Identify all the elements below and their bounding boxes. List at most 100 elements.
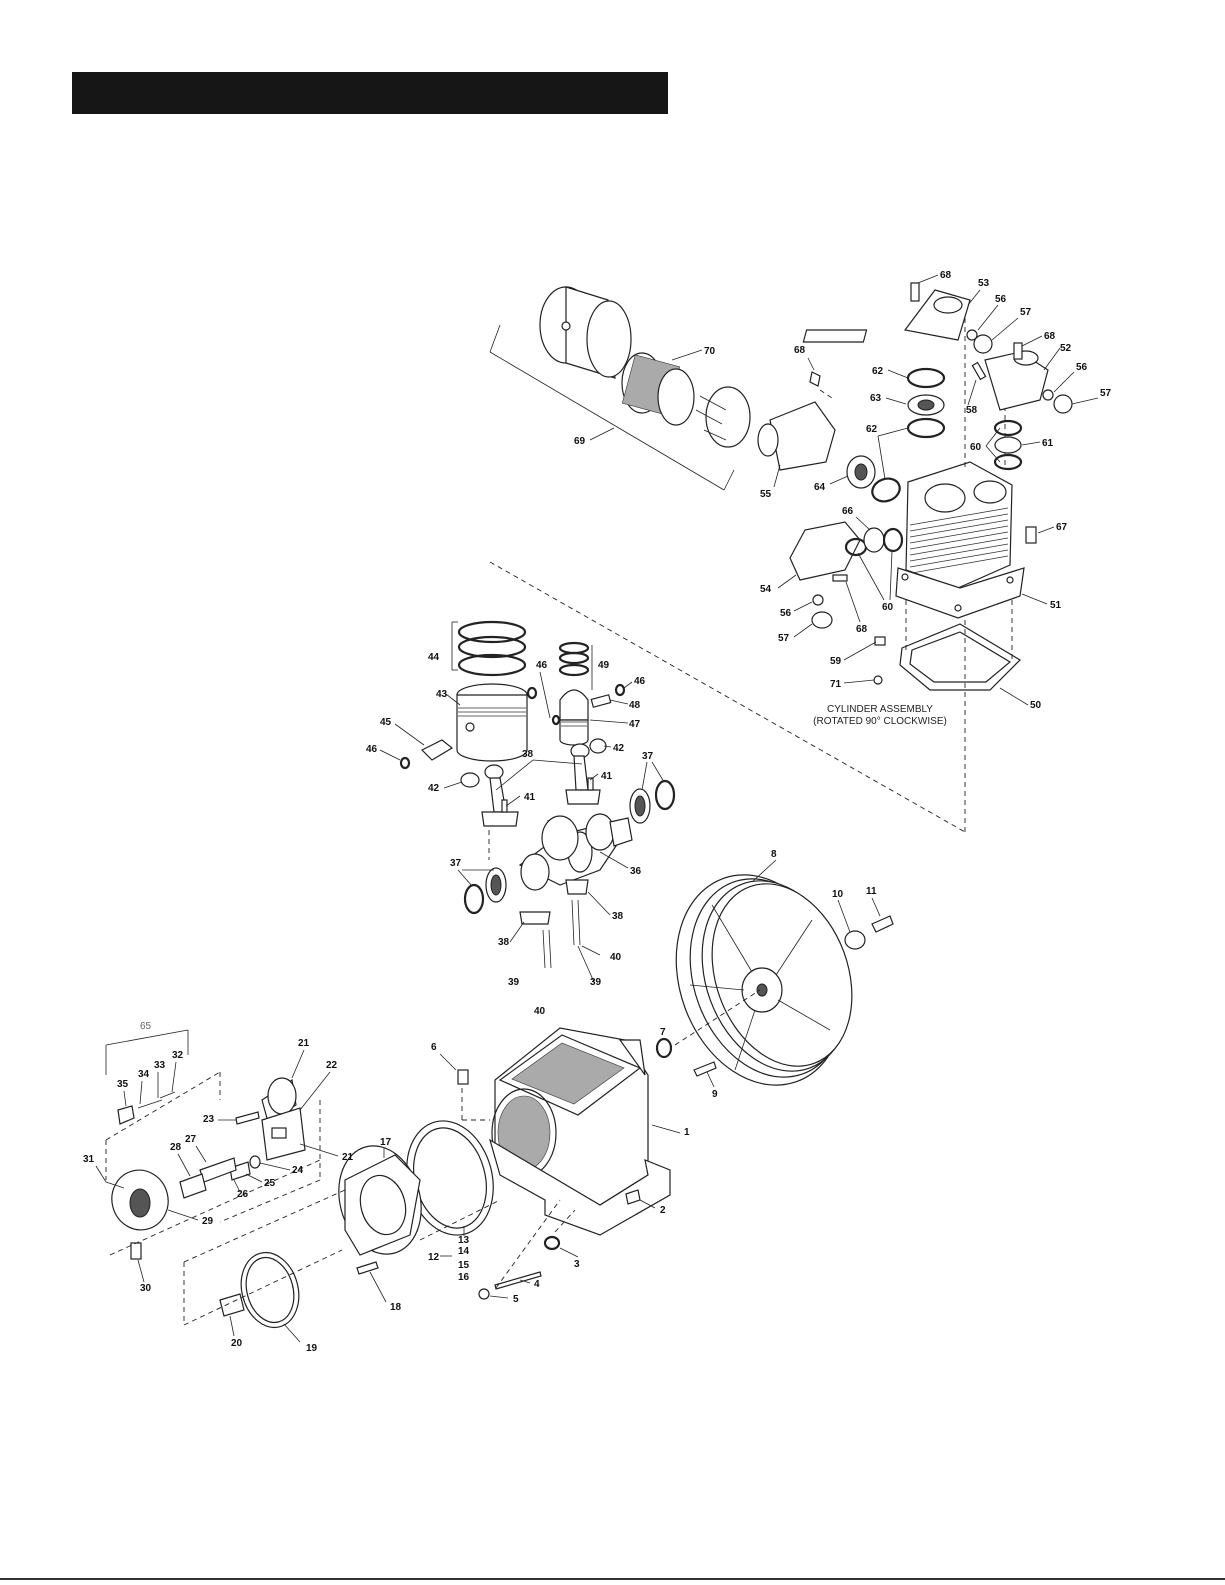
callout-1: 1	[684, 1127, 690, 1138]
cylinder-assembly-caption-line1: CYLINDER ASSEMBLY	[827, 704, 933, 715]
header-bar	[72, 72, 668, 114]
callout-31: 31	[83, 1154, 95, 1165]
callout-63: 63	[870, 393, 882, 404]
callout-46a: 46	[366, 744, 378, 755]
callout-51: 51	[1050, 600, 1062, 611]
callout-54: 54	[760, 584, 772, 595]
callout-2: 2	[660, 1205, 666, 1216]
callout-61: 61	[1042, 438, 1054, 449]
callout-21a: 21	[298, 1038, 310, 1049]
callout-69: 69	[574, 436, 586, 447]
callout-43: 43	[436, 689, 448, 700]
callout-14: 14	[458, 1246, 470, 1257]
callout-57c: 57	[778, 633, 790, 644]
flywheel-pulley	[655, 874, 894, 1086]
callout-6: 6	[431, 1042, 437, 1053]
callout-30: 30	[140, 1283, 152, 1294]
callout-37a: 37	[642, 751, 654, 762]
callout-20: 20	[231, 1338, 243, 1349]
callout-28: 28	[170, 1142, 182, 1153]
callout-46b: 46	[536, 660, 548, 671]
cylinder-assembly	[789, 282, 1073, 691]
callout-35: 35	[117, 1079, 129, 1090]
callout-leaders	[95, 274, 1099, 1343]
callout-47: 47	[629, 719, 641, 730]
callout-46c: 46	[634, 676, 646, 687]
callout-40a: 40	[610, 952, 622, 963]
callout-62a: 62	[872, 366, 884, 377]
callout-39b: 39	[590, 977, 602, 988]
connecting-rods	[460, 738, 607, 860]
callout-15: 15	[458, 1260, 470, 1271]
callout-32: 32	[172, 1050, 184, 1061]
callout-71: 71	[830, 679, 842, 690]
manifold-55	[757, 371, 836, 471]
callout-39a: 39	[508, 977, 520, 988]
callout-42a: 42	[613, 743, 625, 754]
callout-34: 34	[138, 1069, 150, 1080]
callout-67: 67	[1056, 522, 1068, 533]
piston-assembly	[399, 620, 626, 770]
callout-33: 33	[154, 1060, 166, 1071]
callout-57a: 57	[1020, 307, 1032, 318]
air-filter-assembly	[489, 286, 751, 491]
callout-29: 29	[202, 1216, 214, 1227]
crankshaft-assembly	[463, 779, 676, 969]
callout-21b: 21	[342, 1152, 354, 1163]
callout-8: 8	[771, 849, 777, 860]
callout-38b: 38	[612, 911, 624, 922]
cylinder-assembly-caption-line2: (ROTATED 90° CLOCKWISE)	[813, 716, 947, 727]
callout-68d: 68	[856, 624, 868, 635]
callout-10: 10	[832, 889, 844, 900]
callout-38c: 38	[498, 937, 510, 948]
bearing-carrier	[183, 1120, 501, 1329]
callout-41b: 41	[524, 792, 536, 803]
callout-27: 27	[185, 1134, 197, 1145]
callout-23: 23	[203, 1114, 215, 1125]
callout-17: 17	[380, 1137, 392, 1148]
callout-18: 18	[390, 1302, 402, 1313]
callout-42b: 42	[428, 783, 440, 794]
footer-rule	[0, 1578, 1225, 1580]
callout-19: 19	[306, 1343, 318, 1354]
callout-56a: 56	[995, 294, 1007, 305]
callout-36: 36	[630, 866, 642, 877]
callout-56c: 56	[780, 608, 792, 619]
callout-68b: 68	[1044, 331, 1056, 342]
callout-44: 44	[428, 652, 440, 663]
callout-4: 4	[534, 1279, 540, 1290]
callout-50: 50	[1030, 700, 1042, 711]
callout-60a: 60	[970, 442, 982, 453]
callout-12: 12	[428, 1252, 440, 1263]
callout-68a: 68	[940, 270, 952, 281]
callout-41a: 41	[601, 771, 613, 782]
callout-52: 52	[1060, 343, 1072, 354]
callout-3: 3	[574, 1259, 580, 1270]
callout-55: 55	[760, 489, 772, 500]
callout-38a: 38	[522, 749, 534, 760]
unloader-assembly	[105, 1029, 321, 1260]
callouts: 1 2 3 4 5 6 7 8 9 10 11 12 13 14 15 16 1…	[83, 270, 1112, 1354]
callout-57b: 57	[1100, 388, 1112, 399]
callout-64: 64	[814, 482, 826, 493]
callout-25: 25	[264, 1178, 276, 1189]
callout-56b: 56	[1076, 362, 1088, 373]
callout-13: 13	[458, 1235, 470, 1246]
callout-70: 70	[704, 346, 716, 357]
callout-22: 22	[326, 1060, 338, 1071]
callout-7: 7	[660, 1027, 666, 1038]
callout-49: 49	[598, 660, 610, 671]
callout-60b: 60	[882, 602, 894, 613]
callout-45: 45	[380, 717, 392, 728]
callout-26: 26	[237, 1189, 249, 1200]
callout-9: 9	[712, 1089, 718, 1100]
callout-58: 58	[966, 405, 978, 416]
callout-16: 16	[458, 1272, 470, 1283]
callout-48: 48	[629, 700, 641, 711]
callout-66: 66	[842, 506, 854, 517]
callout-62b: 62	[866, 424, 878, 435]
callout-68c: 68	[794, 345, 806, 356]
callout-59: 59	[830, 656, 842, 667]
callout-5: 5	[513, 1294, 519, 1305]
